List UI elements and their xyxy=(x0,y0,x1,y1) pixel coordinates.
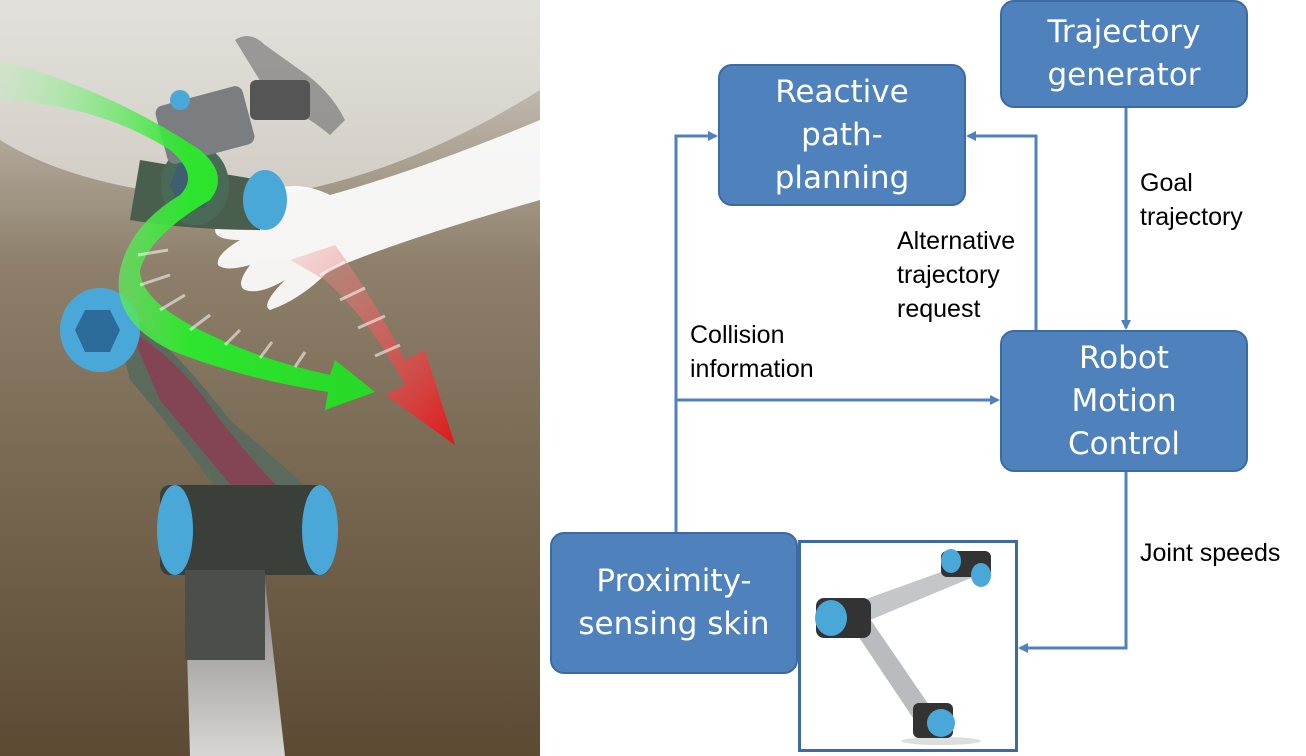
robot-arm-illustration xyxy=(0,0,540,756)
goal-trajectory-label: Goal trajectory xyxy=(1140,169,1243,231)
trajectory-generator-box: Trajectory generator xyxy=(1000,0,1248,108)
robot-motion-control-box: Robot Motion Control xyxy=(1000,330,1248,472)
alternative-trajectory-arrow xyxy=(966,131,1041,338)
joint-speeds-label: Joint speeds xyxy=(1140,539,1281,567)
proximity-sensing-skin-box: Proximity- sensing skin xyxy=(550,532,798,674)
collision-information-label: Collision information xyxy=(690,321,814,383)
alternative-trajectory-request-label: Alternative trajectory request xyxy=(897,227,1016,323)
robot-arm-photo-image xyxy=(815,549,991,745)
robot-arm-photo xyxy=(798,540,1018,752)
joint-speeds-arrow xyxy=(1018,470,1128,653)
reactive-path-planning-box: Reactive path- planning xyxy=(718,64,966,206)
